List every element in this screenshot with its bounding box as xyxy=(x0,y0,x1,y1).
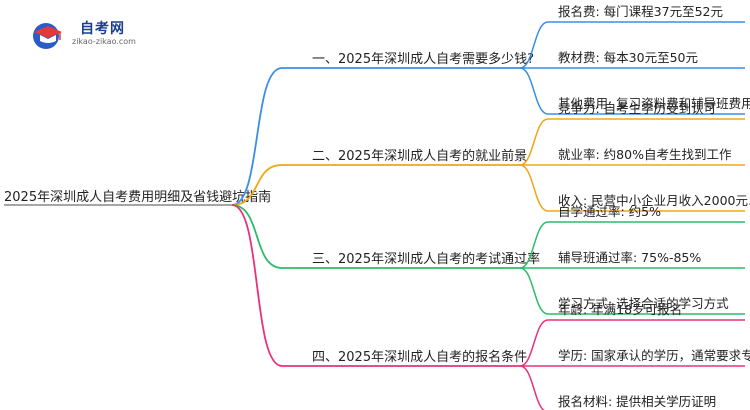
leaf-label-3-3: 学习方式: 选择合适的学习方式 xyxy=(558,296,729,311)
leaf-connector-3-3 xyxy=(519,267,549,315)
branch-label-3: 三、2025年深圳成人自考的考试通过率 xyxy=(312,251,540,267)
leaf-connector-1-3 xyxy=(519,67,549,115)
root-label: 2025年深圳成人自考费用明细及省钱避坑指南 xyxy=(4,189,271,205)
leaf-connector-2-3 xyxy=(519,164,549,212)
branch-connector-3 xyxy=(231,204,283,269)
logo-title: 自考网 xyxy=(80,21,125,37)
leaf-connector-3-1 xyxy=(519,221,549,269)
leaf-connector-4-3 xyxy=(519,365,545,410)
leaf-label-4-2: 学历: 国家承认的学历，通常要求专科学历 xyxy=(558,348,750,363)
logo: 自考网 zikao-zikao.com xyxy=(28,16,168,52)
leaf-connector-4-1 xyxy=(519,319,549,367)
leaf-label-2-2: 就业率: 约80%自考生找到工作 xyxy=(558,147,732,162)
leaf-label-3-2: 辅导班通过率: 75%-85% xyxy=(558,250,701,265)
leaf-label-1-3: 其他费用: 复习资料费和辅导班费用 xyxy=(558,96,750,111)
branch-connector-1 xyxy=(231,67,283,206)
branch-label-1: 一、2025年深圳成人自考需要多少钱? xyxy=(312,51,534,67)
leaf-label-1-2: 教材费: 每本30元至50元 xyxy=(558,50,698,65)
leaf-label-2-1: 竞争力: 自考生学历受到认可 xyxy=(558,101,716,116)
leaf-label-1-1: 报名费: 每门课程37元至52元 xyxy=(558,4,723,19)
leaf-label-4-1: 年龄: 年满18岁可报名 xyxy=(558,302,682,317)
graduation-cap-icon xyxy=(33,23,62,49)
logo-url: zikao-zikao.com xyxy=(72,37,136,46)
leaf-connector-2-1 xyxy=(519,118,549,166)
leaf-connector-1-1 xyxy=(519,21,549,69)
branch-connector-2 xyxy=(231,164,283,206)
branch-label-4: 四、2025年深圳成人自考的报名条件 xyxy=(312,349,527,365)
branch-label-2: 二、2025年深圳成人自考的就业前景 xyxy=(312,148,527,164)
leaf-label-4-3: 报名材料: 提供相关学历证明 xyxy=(558,394,716,409)
leaf-label-2-3: 收入: 民营中小企业月收入2000元以上 xyxy=(558,193,750,208)
branch-connector-4 xyxy=(231,204,283,367)
leaf-label-3-1: 自学通过率: 约5% xyxy=(558,204,661,219)
